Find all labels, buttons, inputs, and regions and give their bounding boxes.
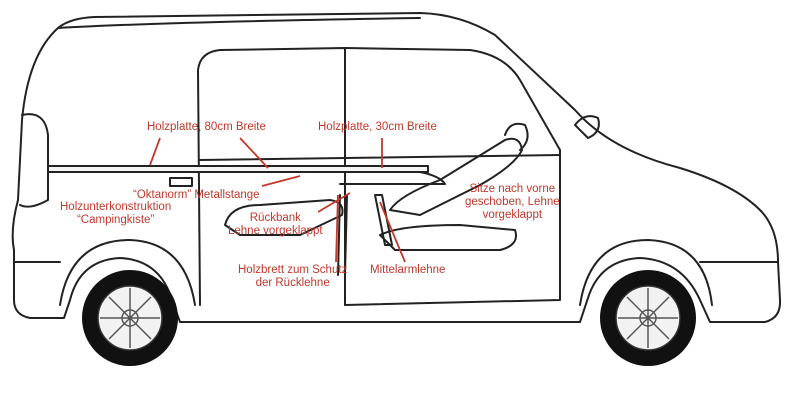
label-holzbrett: Holzbrett zum Schutz der Rücklehne (238, 264, 348, 289)
platform-board-extension (339, 171, 446, 185)
label-holzplatte-30: Holzplatte, 30cm Breite (318, 121, 437, 133)
roof-line (57, 17, 421, 29)
front-seat-base (379, 224, 517, 251)
window-line (199, 154, 561, 161)
protective-board (337, 194, 348, 276)
pointer-rueckbank (317, 192, 351, 213)
rear-arch (59, 239, 196, 306)
headrest (504, 122, 529, 151)
center-armrest (374, 194, 393, 246)
front-spokes (618, 288, 678, 348)
label-rueckbank: Rückbank Lehne vorgeklappt (228, 212, 323, 237)
pointer-holzbrett (335, 194, 339, 263)
pointer-oktanorm (261, 175, 301, 187)
front-seat-back (389, 137, 523, 216)
front-door-outline (344, 47, 561, 306)
tail-light (19, 113, 49, 208)
rear-bench (224, 199, 344, 236)
pointer-holzplatte-80-left (149, 137, 161, 166)
platform-board (47, 165, 429, 173)
label-oktanorm: “Oktanorm” Metallstange (133, 189, 260, 201)
pointer-mittelarmlehne (379, 201, 406, 263)
label-holzplatte-80: Holzplatte, 80cm Breite (147, 121, 266, 133)
pointer-holzplatte-80-right (239, 137, 269, 169)
label-sitze: Sitze nach vorne geschoben, Lehne vorgek… (465, 183, 560, 221)
rear-spokes (100, 288, 160, 348)
side-door-handle (169, 177, 193, 187)
label-holzunterkonstruktion: Holzunterkonstruktion “Campingkiste” (60, 201, 172, 226)
label-mittelarmlehne: Mittelarmlehne (370, 264, 446, 276)
side-mirror (574, 115, 600, 139)
side-door-outline (197, 47, 346, 306)
front-arch (579, 239, 713, 306)
